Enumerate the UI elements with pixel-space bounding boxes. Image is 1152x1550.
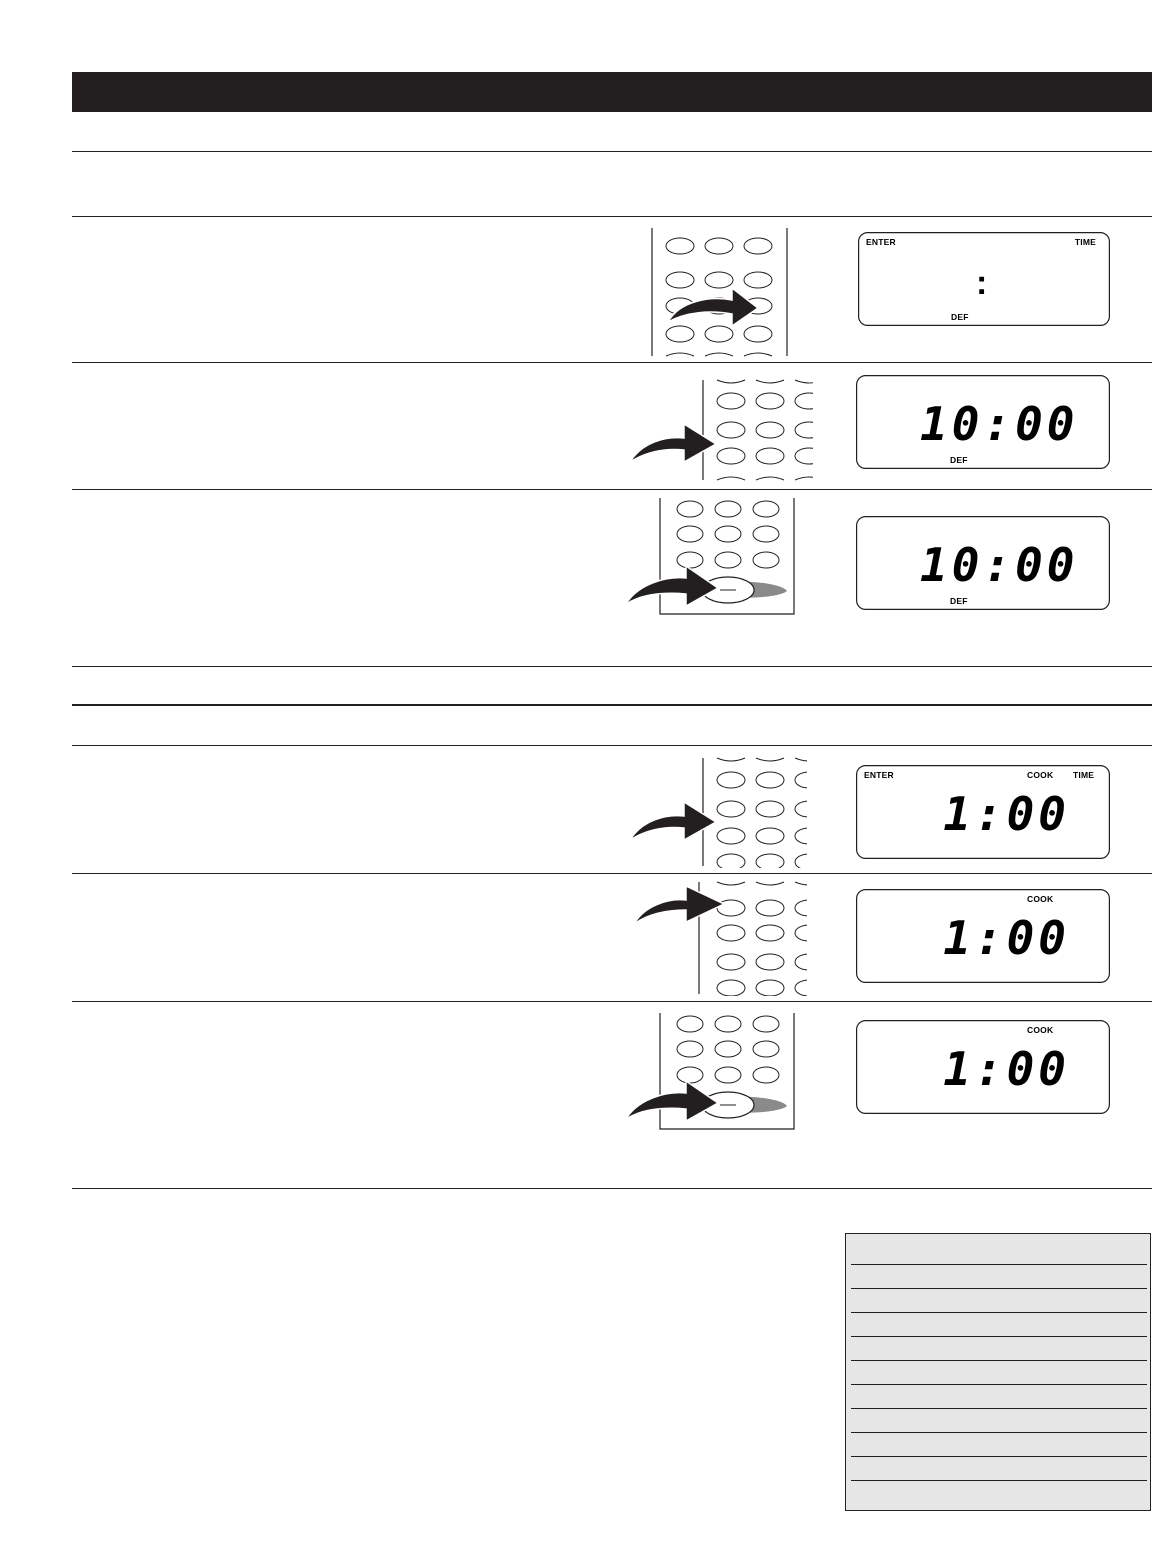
lcd-time-label: TIME <box>1074 237 1096 247</box>
step-divider <box>72 362 1152 363</box>
lcd-cook-label: COOK <box>1027 894 1054 904</box>
arrow-icon <box>625 564 720 608</box>
arrow-icon <box>666 286 760 328</box>
section-divider <box>72 666 1152 667</box>
table-row-rule <box>851 1480 1147 1481</box>
arrow-icon <box>629 422 718 464</box>
step-divider <box>72 873 1152 874</box>
lcd-digits: 10:00 <box>920 538 1079 592</box>
lcd-digits: 1:00 <box>943 911 1070 965</box>
lcd-display: DEF 10:00 <box>856 375 1110 469</box>
keypad-key <box>743 237 773 255</box>
section-one-title-rule <box>72 151 1152 152</box>
section-two-title-rule <box>72 704 1152 706</box>
lcd-enter-label: ENTER <box>866 237 896 247</box>
keypad-key <box>665 325 695 343</box>
table-row-rule <box>851 1408 1147 1409</box>
lcd-def-label: DEF <box>950 596 968 606</box>
lcd-cook-label: COOK <box>1027 770 1054 780</box>
keypad-illustration <box>651 228 788 357</box>
table-row-rule <box>851 1264 1147 1265</box>
lcd-display: COOK 1:00 <box>856 1020 1110 1114</box>
lcd-display: ENTER COOK TIME 1:00 <box>856 765 1110 859</box>
lcd-digits: 1:00 <box>943 787 1070 841</box>
reference-table <box>845 1233 1151 1511</box>
section-two-steps-rule <box>72 745 1152 746</box>
lcd-display: DEF 10:00 <box>856 516 1110 610</box>
lcd-digits: : <box>976 264 988 302</box>
lcd-digits: 1:00 <box>943 1042 1070 1096</box>
section-end-rule <box>72 1188 1152 1189</box>
keypad-key <box>704 325 734 343</box>
keypad-illustration <box>629 757 807 868</box>
table-row-rule <box>851 1312 1147 1313</box>
keypad-key <box>704 237 734 255</box>
section-one-steps-rule <box>72 216 1152 217</box>
lcd-def-label: DEF <box>950 455 968 465</box>
table-row-rule <box>851 1360 1147 1361</box>
keypad-illustration <box>625 498 795 615</box>
keypad-key <box>665 271 695 289</box>
arrow-icon <box>633 884 726 925</box>
keypad-key <box>743 271 773 289</box>
keypad-key <box>743 325 773 343</box>
table-row-rule <box>851 1288 1147 1289</box>
arrow-icon <box>625 1079 720 1123</box>
lcd-enter-label: ENTER <box>864 770 894 780</box>
table-row-rule <box>851 1384 1147 1385</box>
lcd-def-label: DEF <box>951 312 969 322</box>
arrow-icon <box>629 800 718 842</box>
lcd-display: COOK 1:00 <box>856 889 1110 983</box>
lcd-cook-label: COOK <box>1027 1025 1054 1035</box>
keypad-illustration <box>633 881 807 996</box>
header-bar <box>72 72 1152 112</box>
table-row-rule <box>851 1456 1147 1457</box>
keypad-key <box>704 271 734 289</box>
table-row-rule <box>851 1432 1147 1433</box>
lcd-time-label: TIME <box>1073 770 1095 780</box>
step-divider <box>72 489 1152 490</box>
keypad-illustration <box>625 1013 795 1130</box>
lcd-digits: 10:00 <box>920 397 1079 451</box>
step-divider <box>72 1001 1152 1002</box>
table-row-rule <box>851 1336 1147 1337</box>
keypad-illustration <box>629 379 813 481</box>
lcd-display: ENTER TIME DEF : <box>858 232 1110 326</box>
keypad-key <box>665 237 695 255</box>
